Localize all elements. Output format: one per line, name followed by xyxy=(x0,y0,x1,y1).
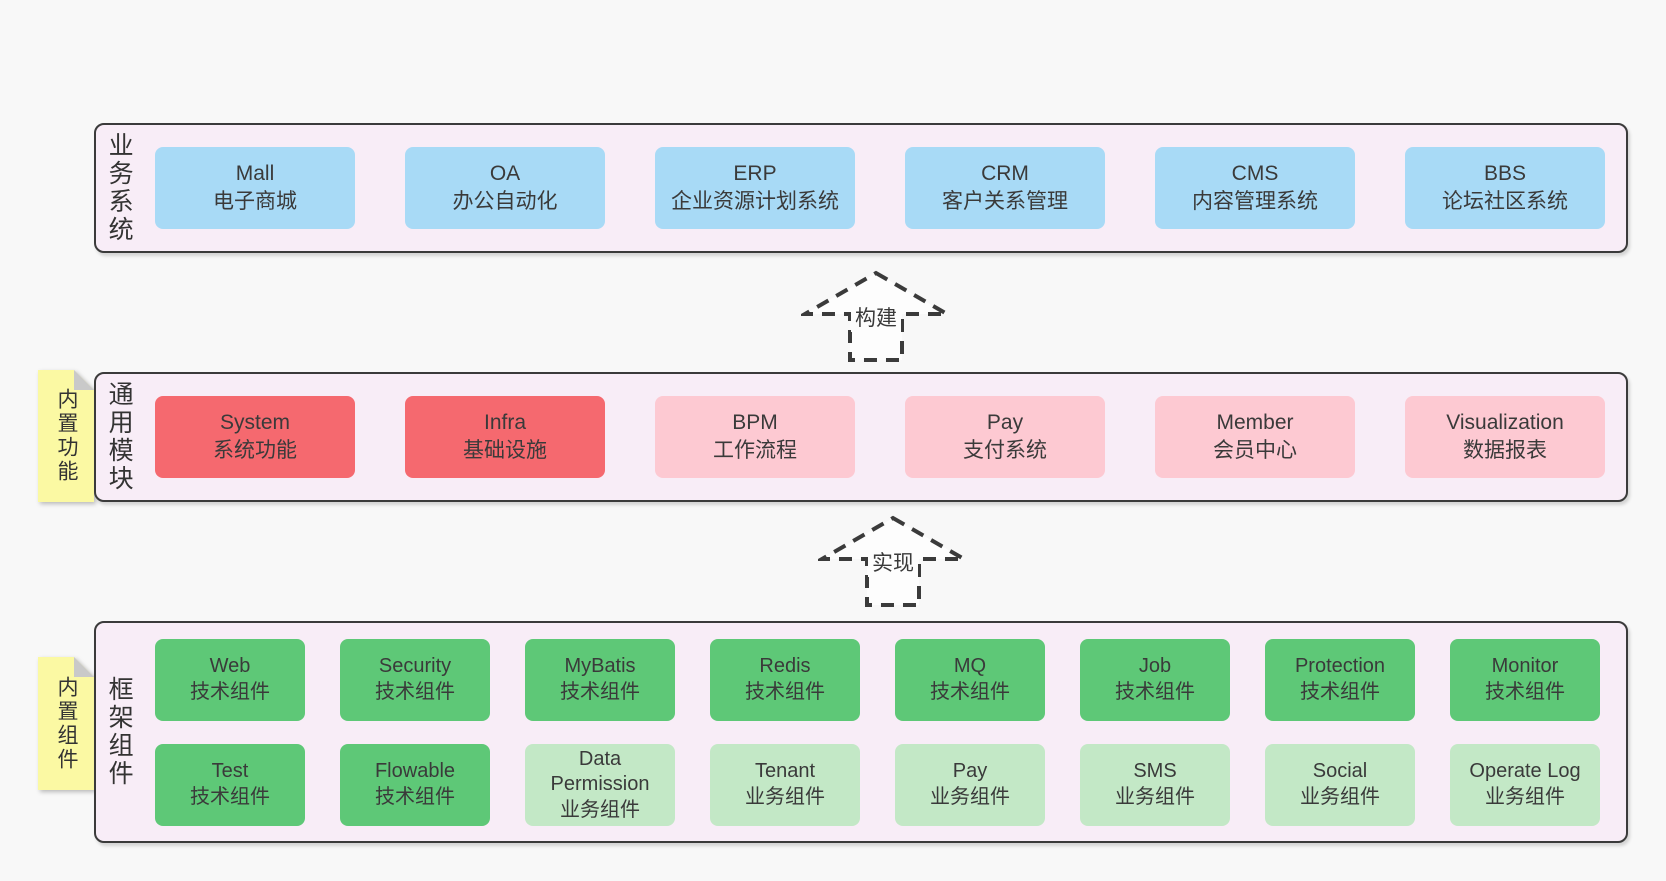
modules-boxes-row: System 系统功能 Infra 基础设施 BPM 工作流程 Pay 支付系统… xyxy=(155,396,1605,478)
folded-corner-icon xyxy=(74,657,94,677)
business-boxes-row: Mall 电子商城 OA 办公自动化 ERP 企业资源计划系统 CRM 客户关系… xyxy=(155,147,1605,229)
layer-business-label: 业务系统 xyxy=(105,132,134,244)
arrow-implement-label: 实现 xyxy=(868,547,918,577)
box-oa: OA 办公自动化 xyxy=(405,147,605,229)
box-data-permission: Data Permission 业务组件 xyxy=(525,744,675,826)
box-system: System 系统功能 xyxy=(155,396,355,478)
arrow-build-label: 构建 xyxy=(851,302,901,332)
box-cms: CMS 内容管理系统 xyxy=(1155,147,1355,229)
box-mq: MQ 技术组件 xyxy=(895,639,1045,721)
layer-framework-components: 框架组件 Web 技术组件 Security 技术组件 MyBatis 技术组件… xyxy=(94,621,1628,843)
layer-common-modules: 通用模块 System 系统功能 Infra 基础设施 BPM 工作流程 Pay… xyxy=(94,372,1628,502)
layer-components-label: 框架组件 xyxy=(105,676,134,788)
arrow-build: 构建 xyxy=(801,269,951,364)
box-web: Web 技术组件 xyxy=(155,639,305,721)
box-mybatis: MyBatis 技术组件 xyxy=(525,639,675,721)
box-member: Member 会员中心 xyxy=(1155,396,1355,478)
box-tenant: Tenant 业务组件 xyxy=(710,744,860,826)
layer-business-systems: 业务系统 Mall 电子商城 OA 办公自动化 ERP 企业资源计划系统 CRM… xyxy=(94,123,1628,253)
box-job: Job 技术组件 xyxy=(1080,639,1230,721)
box-test: Test 技术组件 xyxy=(155,744,305,826)
layer-modules-label: 通用模块 xyxy=(105,381,134,493)
box-protection: Protection 技术组件 xyxy=(1265,639,1415,721)
box-redis: Redis 技术组件 xyxy=(710,639,860,721)
box-sms: SMS 业务组件 xyxy=(1080,744,1230,826)
box-erp: ERP 企业资源计划系统 xyxy=(655,147,855,229)
box-mall: Mall 电子商城 xyxy=(155,147,355,229)
components-row-2: Test 技术组件 Flowable 技术组件 Data Permission … xyxy=(155,744,1600,826)
box-social: Social 业务组件 xyxy=(1265,744,1415,826)
components-row-1: Web 技术组件 Security 技术组件 MyBatis 技术组件 Redi… xyxy=(155,639,1600,721)
arrow-implement: 实现 xyxy=(818,514,968,609)
box-operate-log: Operate Log 业务组件 xyxy=(1450,744,1600,826)
box-crm: CRM 客户关系管理 xyxy=(905,147,1105,229)
note-built-in-components-label: 内置组件 xyxy=(55,675,79,772)
box-monitor: Monitor 技术组件 xyxy=(1450,639,1600,721)
box-flowable: Flowable 技术组件 xyxy=(340,744,490,826)
box-bpm: BPM 工作流程 xyxy=(655,396,855,478)
folded-corner-icon xyxy=(74,370,94,390)
box-infra: Infra 基础设施 xyxy=(405,396,605,478)
box-bbs: BBS 论坛社区系统 xyxy=(1405,147,1605,229)
box-pay-biz: Pay 业务组件 xyxy=(895,744,1045,826)
note-built-in-components: 内置组件 xyxy=(38,657,94,790)
box-security: Security 技术组件 xyxy=(340,639,490,721)
note-built-in-features-label: 内置功能 xyxy=(55,388,79,484)
note-built-in-features: 内置功能 xyxy=(38,370,94,502)
box-visualization: Visualization 数据报表 xyxy=(1405,396,1605,478)
box-pay: Pay 支付系统 xyxy=(905,396,1105,478)
